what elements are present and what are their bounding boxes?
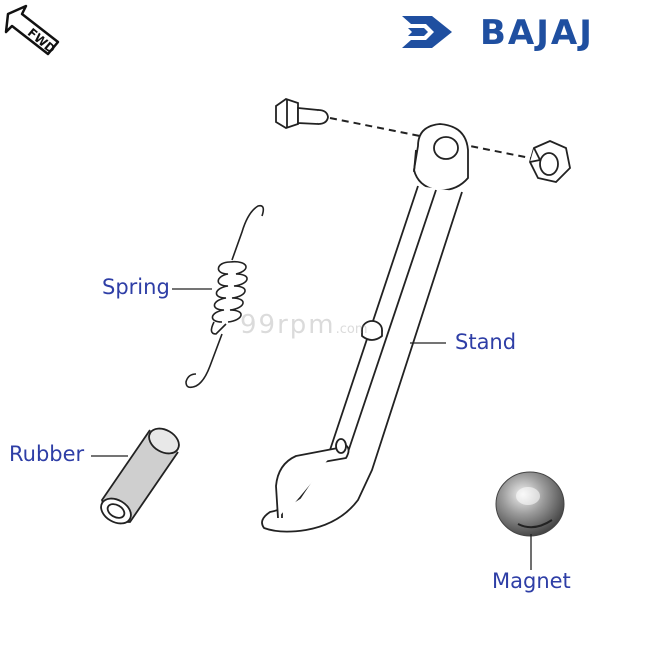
leader-lines (91, 288, 532, 570)
rubber-part (100, 427, 180, 525)
forward-arrow-icon: FWD (4, 4, 60, 56)
stand-label: Stand (455, 330, 517, 354)
spring-label: Spring (102, 275, 170, 299)
watermark-main: 99rpm (240, 310, 336, 340)
rubber-label: Rubber (9, 442, 85, 466)
brand-name: BAJAJ (480, 13, 594, 53)
nut-part (529, 140, 571, 183)
watermark-suffix: .com (335, 322, 368, 337)
stand-part (261, 123, 469, 533)
spring-part (185, 204, 265, 389)
bolt-part (275, 98, 329, 129)
watermark: 99rpm.com (240, 312, 368, 338)
bajaj-logo-icon (402, 16, 452, 48)
magnet-label: Magnet (492, 569, 571, 593)
magnet-part (495, 471, 565, 537)
